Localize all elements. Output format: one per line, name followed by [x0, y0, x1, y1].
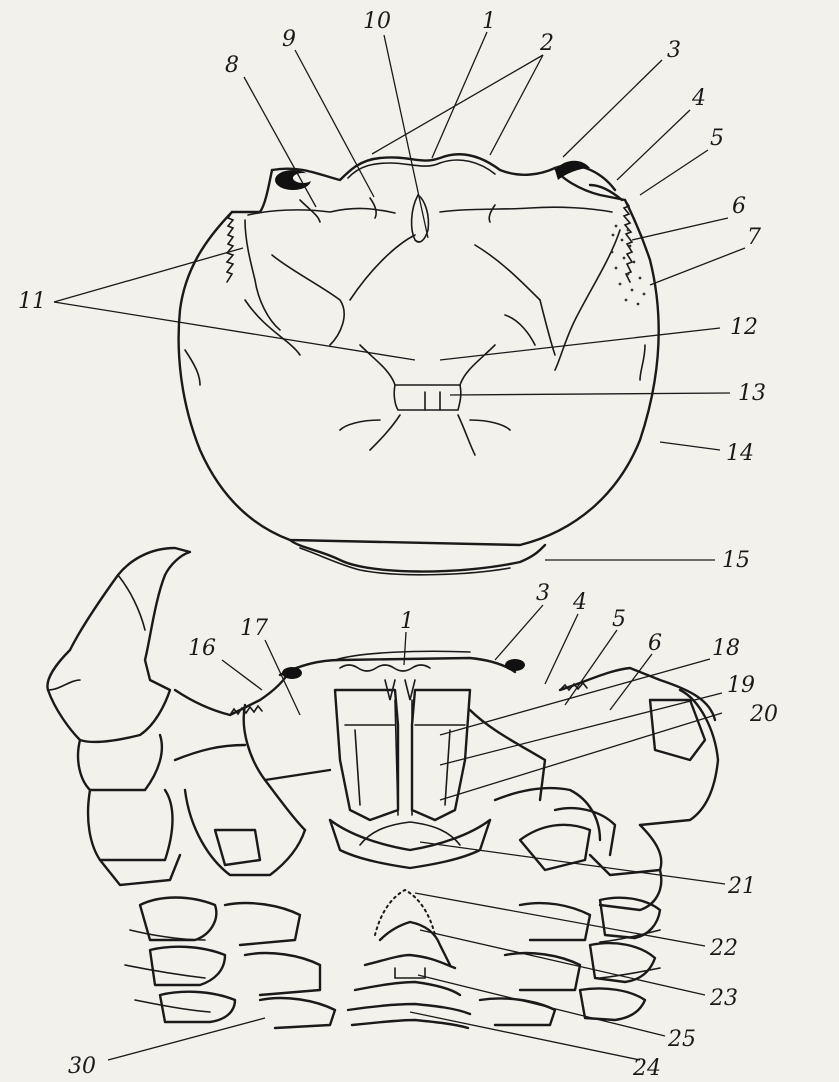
labels-top: 1 2 3 4 5 6 7 8 9 10 11 12 13 14 15: [18, 9, 766, 573]
label-1-top: 1: [482, 9, 496, 34]
label-2: 2: [539, 31, 554, 56]
label-30: 30: [68, 1054, 96, 1079]
label-4-top: 4: [691, 86, 706, 111]
label-3-bottom: 3: [536, 581, 550, 606]
label-16: 16: [188, 636, 216, 661]
right-eye: [555, 161, 590, 180]
label-5-top: 5: [710, 126, 724, 151]
label-17: 17: [240, 616, 268, 641]
label-19: 19: [727, 673, 755, 698]
label-9: 9: [282, 27, 296, 52]
label-4-bottom: 4: [572, 590, 587, 615]
label-21: 21: [727, 874, 756, 899]
label-3-top: 3: [667, 38, 681, 63]
label-1-bottom: 1: [400, 609, 414, 634]
label-8: 8: [225, 53, 239, 78]
label-14: 14: [726, 441, 754, 466]
label-22: 22: [709, 936, 738, 961]
label-15: 15: [722, 548, 750, 573]
label-6-bottom: 6: [648, 631, 662, 656]
label-20: 20: [749, 702, 778, 727]
label-12: 12: [730, 315, 758, 340]
label-13: 13: [738, 381, 766, 406]
leader-lines: [54, 32, 745, 1060]
label-7: 7: [747, 225, 761, 250]
label-24: 24: [632, 1056, 661, 1081]
label-11: 11: [18, 289, 46, 314]
label-25: 25: [667, 1027, 696, 1052]
label-18: 18: [712, 636, 740, 661]
label-6-top: 6: [732, 194, 746, 219]
label-10: 10: [363, 9, 391, 34]
label-5-bottom: 5: [612, 607, 626, 632]
label-23: 23: [709, 986, 738, 1011]
dorsal-carapace: [179, 154, 659, 575]
